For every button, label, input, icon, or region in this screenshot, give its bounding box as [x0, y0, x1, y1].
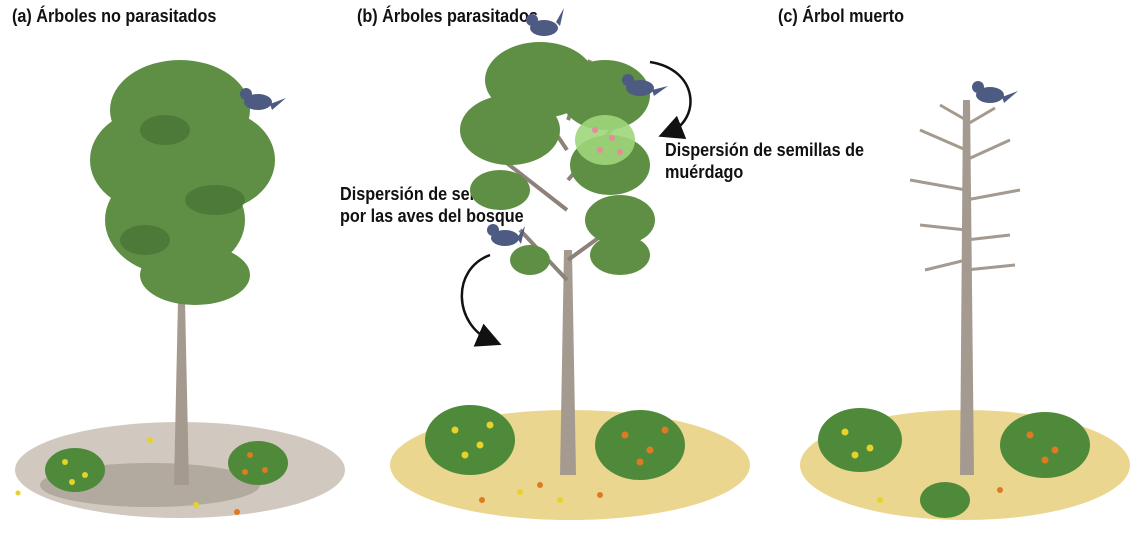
shrub-left — [45, 448, 105, 492]
panel-a-illustration — [15, 60, 345, 518]
bird — [240, 88, 286, 110]
arrow-forest-bird-dispersal — [462, 255, 490, 340]
shrub-right — [228, 441, 288, 485]
bird — [972, 81, 1018, 103]
panel-b-illustration — [390, 8, 750, 520]
shrub-left — [425, 405, 515, 475]
tree-trunk — [174, 300, 189, 485]
panel-c-illustration — [800, 81, 1130, 520]
bird-top — [526, 8, 564, 36]
arrow-mistletoe-dispersal — [650, 62, 690, 132]
shrub-right — [1000, 412, 1090, 478]
shrub-small — [920, 482, 970, 518]
bird-right — [622, 74, 668, 96]
mistletoe-cluster — [575, 115, 635, 165]
shrub-left — [818, 408, 902, 472]
bird-left — [487, 224, 525, 246]
tree-trunk — [560, 250, 576, 475]
shrub-right — [595, 410, 685, 480]
